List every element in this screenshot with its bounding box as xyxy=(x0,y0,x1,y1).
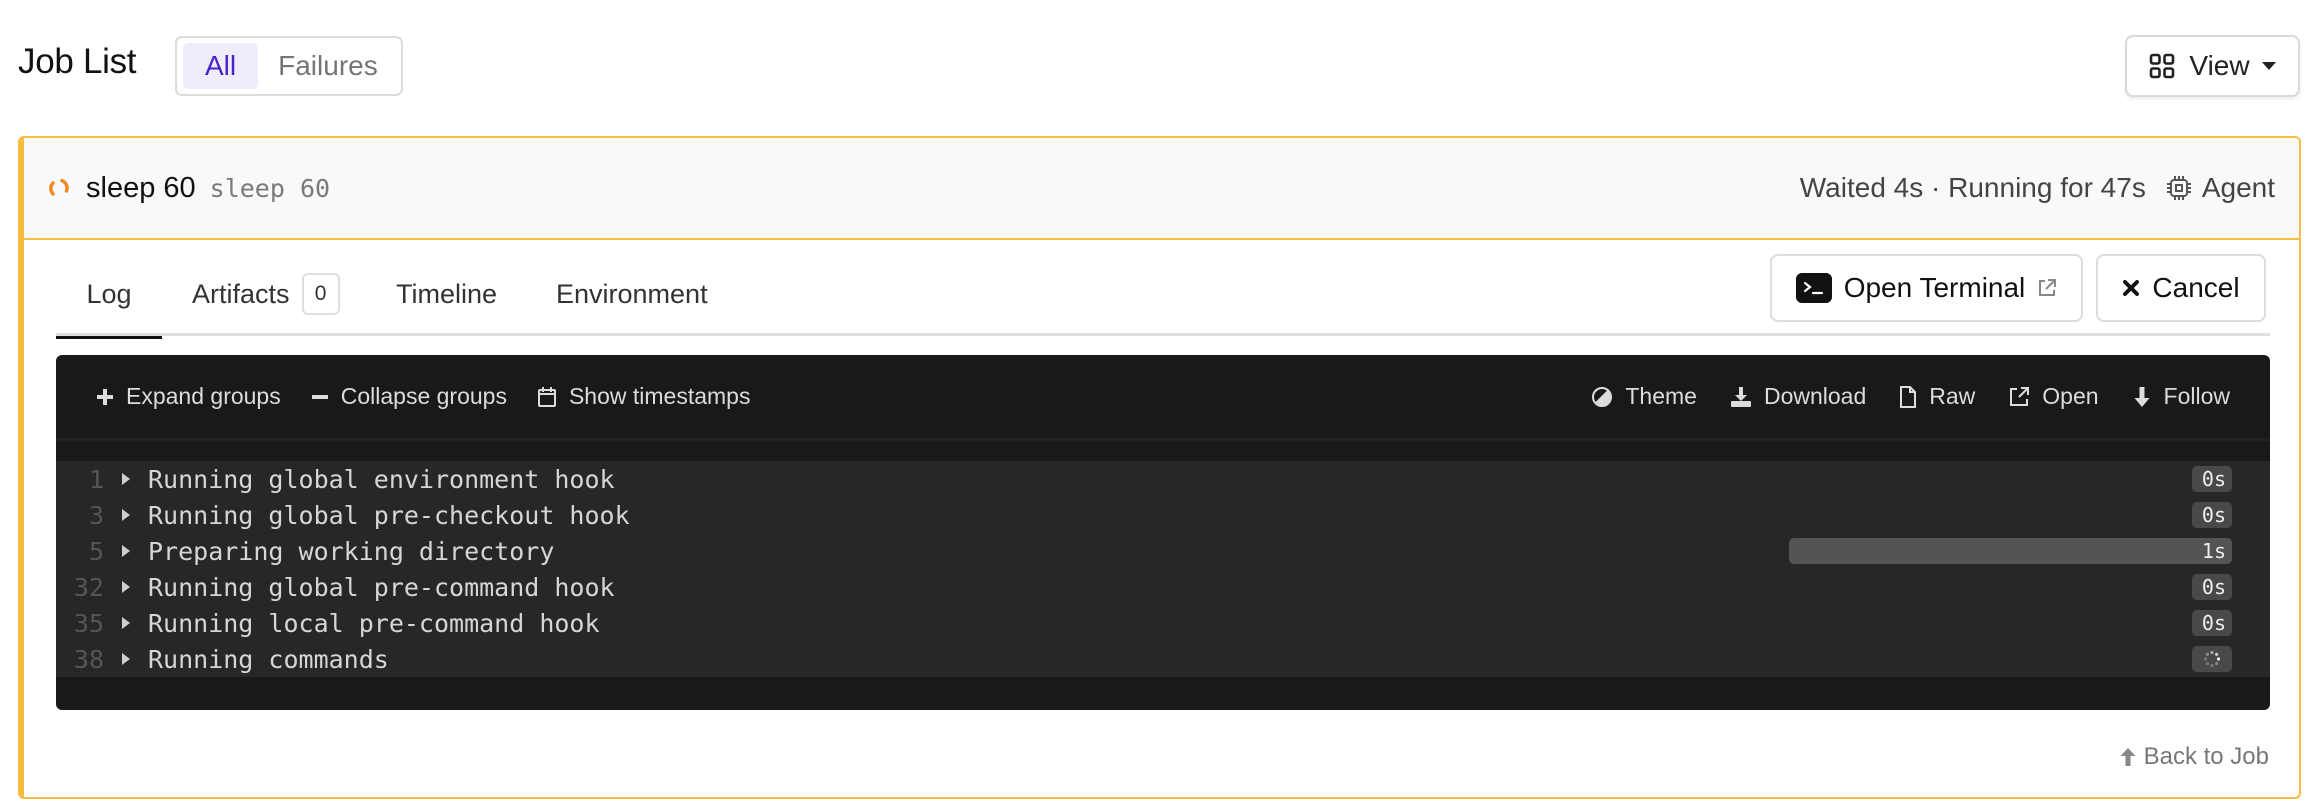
job-header[interactable]: sleep 60 sleep 60 Waited 4s · Running fo… xyxy=(24,138,2299,240)
back-to-job-label: Back to Job xyxy=(2143,743,2269,770)
tab-timeline-label: Timeline xyxy=(396,278,498,309)
filter-failures[interactable]: Failures xyxy=(278,50,378,81)
tab-artifacts-label: Artifacts xyxy=(192,278,290,309)
artifacts-count-badge: 0 xyxy=(301,273,340,315)
raw-label: Raw xyxy=(1929,383,1976,409)
log-group-title: Running global pre-command hook xyxy=(148,572,615,602)
tab-timeline[interactable]: Timeline xyxy=(396,252,497,336)
arrow-up-icon xyxy=(2120,748,2136,766)
cancel-label: Cancel xyxy=(2152,272,2240,303)
log-viewer: Expand groups Collapse groups Show times… xyxy=(56,355,2270,710)
download-label: Download xyxy=(1763,383,1867,409)
in-progress-badge xyxy=(2192,646,2232,672)
log-group-row[interactable]: 32 Running global pre-command hook 0s xyxy=(56,569,2270,605)
log-group-row[interactable]: 38 Running commands xyxy=(56,641,2270,677)
line-number: 35 xyxy=(73,608,104,638)
theme-icon xyxy=(1592,386,1613,407)
external-link-icon xyxy=(2039,279,2057,296)
line-number: 3 xyxy=(88,500,104,530)
duration-badge: 0s xyxy=(2192,574,2232,600)
loading-dots-icon xyxy=(2203,650,2221,668)
log-group-row[interactable]: 5 Preparing working directory 1s xyxy=(56,533,2270,569)
collapse-groups-label: Collapse groups xyxy=(340,383,507,409)
tab-environment-label: Environment xyxy=(556,278,708,309)
job-timing: Waited 4s · Running for 47s xyxy=(1799,172,2146,203)
expand-caret-icon xyxy=(122,473,130,485)
expand-caret-icon xyxy=(122,581,130,593)
job-filter: All Failures xyxy=(175,36,403,96)
expand-groups-label: Expand groups xyxy=(126,383,281,409)
cpu-icon xyxy=(2166,176,2191,200)
expand-caret-icon xyxy=(122,509,130,521)
running-spinner-icon xyxy=(49,178,69,196)
log-group-title: Preparing working directory xyxy=(148,536,555,566)
cancel-button[interactable]: Cancel xyxy=(2096,254,2266,322)
open-button[interactable]: Open xyxy=(2008,383,2099,410)
log-group-title: Running local pre-command hook xyxy=(148,608,600,638)
arrow-down-icon xyxy=(2134,386,2150,407)
tab-log-label: Log xyxy=(86,278,132,309)
line-number: 38 xyxy=(73,644,104,674)
log-lines: 1 Running global environment hook 0s 3 R… xyxy=(56,461,2270,677)
job-card: sleep 60 sleep 60 Waited 4s · Running fo… xyxy=(18,136,2301,799)
show-timestamps-label: Show timestamps xyxy=(568,383,751,409)
log-group-title: Running global pre-checkout hook xyxy=(148,500,630,530)
agent-link[interactable]: Agent xyxy=(2166,172,2275,204)
log-group-row[interactable]: 1 Running global environment hook 0s xyxy=(56,461,2270,497)
view-label: View xyxy=(2189,50,2250,81)
caret-down-icon xyxy=(2261,62,2276,70)
log-group-row[interactable]: 3 Running global pre-checkout hook 0s xyxy=(56,497,2270,533)
line-number: 1 xyxy=(88,464,104,494)
log-group-row[interactable]: 35 Running local pre-command hook 0s xyxy=(56,605,2270,641)
raw-button[interactable]: Raw xyxy=(1899,383,1975,410)
plus-icon xyxy=(97,388,113,405)
follow-label: Follow xyxy=(2163,383,2230,409)
follow-button[interactable]: Follow xyxy=(2132,383,2230,410)
open-label: Open xyxy=(2042,383,2099,409)
filter-all[interactable]: All xyxy=(183,43,259,89)
job-tabs: Log Artifacts 0 Timeline Environment xyxy=(56,252,2270,339)
download-button[interactable]: Download xyxy=(1730,383,1866,410)
job-command: sleep 60 xyxy=(209,173,331,203)
page-title: Job List xyxy=(18,42,137,81)
log-toolbar: Expand groups Collapse groups Show times… xyxy=(56,355,2270,441)
minus-icon xyxy=(311,394,328,399)
show-timestamps-button[interactable]: Show timestamps xyxy=(537,383,751,410)
file-icon xyxy=(1900,385,1917,408)
expand-caret-icon xyxy=(122,545,130,557)
duration-badge: 0s xyxy=(2192,466,2232,492)
duration-badge: 0s xyxy=(2192,502,2232,528)
close-icon xyxy=(2123,280,2140,296)
log-group-title: Running commands xyxy=(148,644,389,674)
theme-button[interactable]: Theme xyxy=(1591,383,1697,410)
job-name: sleep 60 xyxy=(86,171,196,204)
grid-icon xyxy=(2150,53,2175,79)
view-button[interactable]: View xyxy=(2125,35,2300,97)
back-to-job-link[interactable]: Back to Job xyxy=(2118,743,2269,771)
expand-groups-button[interactable]: Expand groups xyxy=(96,383,281,410)
download-icon xyxy=(1730,386,1751,407)
log-group-title: Running global environment hook xyxy=(148,464,615,494)
external-link-icon xyxy=(2010,386,2030,406)
tab-artifacts[interactable]: Artifacts 0 xyxy=(192,252,340,336)
calendar-icon xyxy=(537,386,556,407)
line-number: 5 xyxy=(88,536,104,566)
expand-caret-icon xyxy=(122,617,130,629)
collapse-groups-button[interactable]: Collapse groups xyxy=(311,383,507,410)
agent-label: Agent xyxy=(2201,172,2275,203)
tab-environment[interactable]: Environment xyxy=(556,252,708,336)
tab-log[interactable]: Log xyxy=(56,252,162,339)
duration-badge: 0s xyxy=(2192,610,2232,636)
terminal-icon xyxy=(1795,273,1832,303)
line-number: 32 xyxy=(73,572,104,602)
duration-bar: 1s xyxy=(1789,538,2232,564)
expand-caret-icon xyxy=(122,653,130,665)
open-terminal-button[interactable]: Open Terminal xyxy=(1770,254,2083,322)
open-terminal-label: Open Terminal xyxy=(1843,272,2026,303)
theme-label: Theme xyxy=(1625,383,1697,409)
